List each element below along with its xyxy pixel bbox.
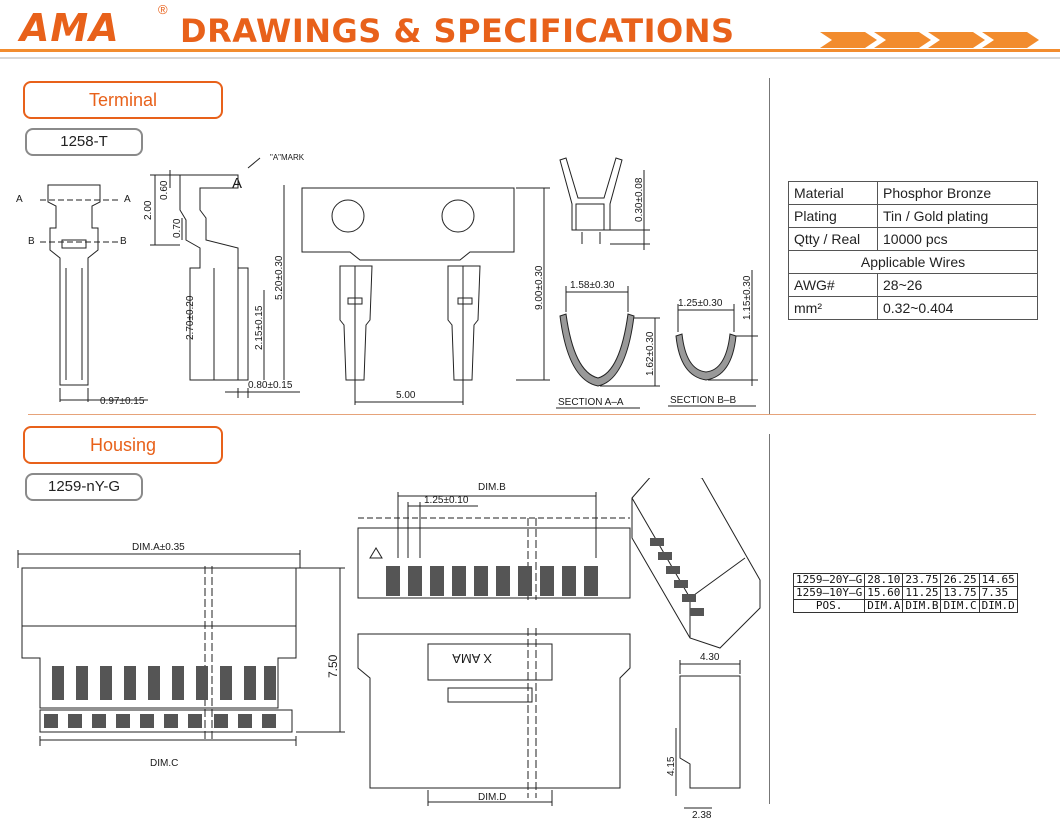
dimension-table: 1259–20Y–G 28.10 23.75 26.25 14.65 1259–…: [792, 573, 1018, 613]
qty-value: 10000 pcs: [877, 227, 1038, 251]
table-cell: 23.75: [902, 573, 942, 587]
table-cell: 7.35: [978, 586, 1018, 600]
table-row: Qtty / Real 10000 pcs: [788, 227, 1038, 251]
dim-070: 0.70: [172, 218, 183, 238]
qty-label: Qtty / Real: [788, 227, 878, 251]
mark-label: "A"MARK: [270, 153, 305, 162]
dim-height: 7.50: [326, 654, 340, 678]
table-cell: DIM.C: [940, 599, 980, 613]
dim-270: 2.70±0.20: [185, 295, 196, 340]
housing-divider: [769, 434, 770, 804]
housing-marking: X AMA: [452, 651, 492, 666]
dim-200: 2.00: [143, 200, 154, 220]
wires-header: Applicable Wires: [788, 250, 1038, 274]
dim-115: 1.15±0.30: [742, 275, 753, 320]
mm2-label: mm²: [788, 296, 878, 320]
housing-section-label: Housing: [23, 426, 223, 464]
dim-125: 1.25±0.30: [678, 298, 723, 309]
dim-side-b: 2.38: [692, 810, 712, 820]
dim-158: 1.58±0.30: [570, 280, 615, 291]
material-label: Material: [788, 181, 878, 205]
table-cell: 1259–20Y–G: [792, 573, 866, 587]
awg-label: AWG#: [788, 273, 878, 297]
dim-c: DIM.C: [150, 758, 178, 769]
mark-letter: A: [232, 175, 242, 192]
cut-a-right: A: [124, 194, 131, 205]
housing-drawing: DIM.A±0.35 DIM.C 7.50 DIM.B 1.25±0.10 X …: [17, 478, 761, 820]
brand-logo: AMA: [20, 6, 120, 50]
page-title: DRAWINGS & SPECIFICATIONS: [180, 12, 735, 50]
section-divider: [28, 414, 1036, 415]
dim-900: 9.00±0.30: [534, 265, 545, 310]
plating-value: Tin / Gold plating: [877, 204, 1038, 228]
table-cell: 26.25: [940, 573, 980, 587]
dim-060: 0.60: [159, 180, 170, 200]
table-cell: 28.10: [864, 573, 904, 587]
dim-500: 5.00: [396, 390, 416, 401]
table-cell: 13.75: [940, 586, 980, 600]
table-row: AWG# 28~26: [788, 273, 1038, 297]
dim-side-w: 4.30: [700, 652, 720, 663]
terminal-section-label: Terminal: [23, 81, 223, 119]
table-row: 1259–20Y–G 28.10 23.75 26.25 14.65: [792, 573, 1018, 587]
table-cell: DIM.D: [978, 599, 1018, 613]
header-rule-shadow: [0, 57, 1060, 59]
terminal-divider: [769, 78, 770, 414]
material-value: Phosphor Bronze: [877, 181, 1038, 205]
table-cell: 15.60: [864, 586, 904, 600]
arrow-chevrons-icon: [820, 32, 1039, 48]
header-rule: [0, 49, 1060, 52]
dim-pitch: 1.25±0.10: [424, 495, 469, 506]
section-aa-label: SECTION A–A: [558, 397, 624, 408]
dim-520: 5.20±0.30: [274, 255, 285, 300]
table-cell: DIM.B: [902, 599, 942, 613]
dim-030: 0.30±0.08: [634, 177, 645, 222]
table-row: Applicable Wires: [788, 250, 1038, 274]
table-cell: DIM.A: [864, 599, 904, 613]
terminal-drawing: A A B B 0.97±0.15 "A"MARK A 0.60 2.00 0.…: [16, 153, 758, 409]
mm2-value: 0.32~0.404: [877, 296, 1038, 320]
section-bb-label: SECTION B–B: [670, 395, 736, 406]
table-cell: 14.65: [978, 573, 1018, 587]
dim-162: 1.62±0.30: [645, 331, 656, 376]
dim-b: DIM.B: [478, 482, 506, 493]
dim-215: 2.15±0.15: [254, 305, 265, 350]
spec-table: Material Phosphor Bronze Plating Tin / G…: [788, 181, 1038, 320]
cut-b-left: B: [28, 236, 35, 247]
housing-part-number: 1259-nY-G: [25, 473, 143, 501]
dim-080: 0.80±0.15: [248, 380, 293, 391]
table-cell: POS.: [792, 599, 866, 613]
table-cell: 1259–10Y–G: [792, 586, 866, 600]
registered-mark: ®: [158, 2, 168, 17]
table-row: 1259–10Y–G 15.60 11.25 13.75 7.35: [792, 586, 1018, 600]
table-row: Material Phosphor Bronze: [788, 181, 1038, 205]
table-row: POS. DIM.A DIM.B DIM.C DIM.D: [792, 599, 1018, 613]
cut-a-left: A: [16, 194, 23, 205]
dim-side-h: 4.15: [666, 756, 677, 776]
dim-097: 0.97±0.15: [100, 396, 145, 407]
plating-label: Plating: [788, 204, 878, 228]
dim-a: DIM.A±0.35: [132, 542, 185, 553]
cut-b-right: B: [120, 236, 127, 247]
table-cell: 11.25: [902, 586, 942, 600]
dim-d: DIM.D: [478, 792, 506, 803]
table-row: Plating Tin / Gold plating: [788, 204, 1038, 228]
awg-value: 28~26: [877, 273, 1038, 297]
terminal-part-number: 1258-T: [25, 128, 143, 156]
table-row: mm² 0.32~0.404: [788, 296, 1038, 320]
